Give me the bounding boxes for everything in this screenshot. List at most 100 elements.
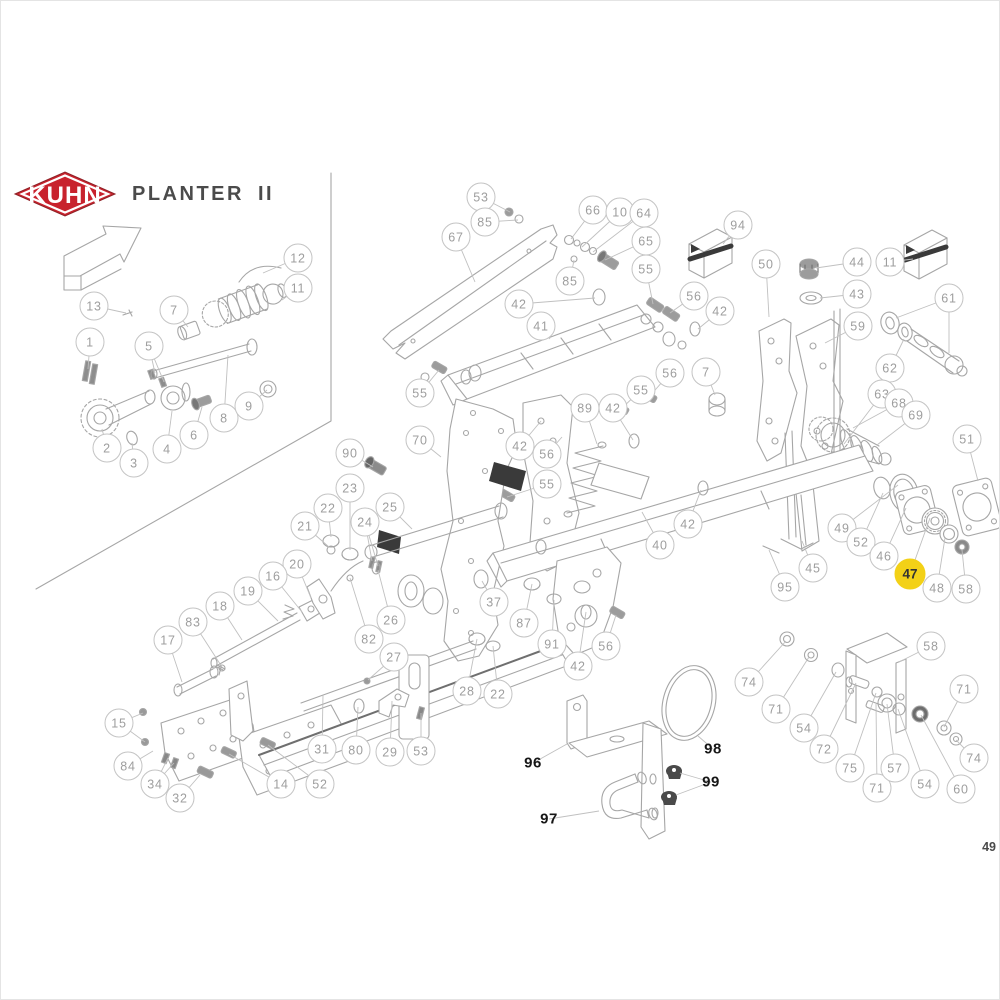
callout-55[interactable]: 55	[532, 469, 562, 499]
callout-61[interactable]: 61	[934, 283, 964, 313]
callout-50[interactable]: 50	[751, 249, 781, 279]
callout-55[interactable]: 55	[626, 375, 656, 405]
callout-24[interactable]: 24	[350, 507, 380, 537]
part-label-97[interactable]: 97	[540, 810, 558, 828]
part-label-96[interactable]: 96	[524, 754, 542, 772]
callout-53[interactable]: 53	[406, 736, 436, 766]
callout-12[interactable]: 12	[283, 243, 313, 273]
callout-95[interactable]: 95	[770, 572, 800, 602]
callout-34[interactable]: 34	[140, 769, 170, 799]
callout-48[interactable]: 48	[922, 573, 952, 603]
callout-80[interactable]: 80	[341, 735, 371, 765]
callout-56[interactable]: 56	[679, 281, 709, 311]
callout-83[interactable]: 83	[178, 607, 208, 637]
callout-74[interactable]: 74	[959, 743, 989, 773]
callout-62[interactable]: 62	[875, 353, 905, 383]
callout-94[interactable]: 94	[723, 210, 753, 240]
callout-71[interactable]: 71	[761, 694, 791, 724]
callout-5[interactable]: 5	[134, 331, 164, 361]
callout-15[interactable]: 15	[104, 708, 134, 738]
callout-71[interactable]: 71	[862, 773, 892, 803]
callout-14[interactable]: 14	[266, 769, 296, 799]
callout-4[interactable]: 4	[152, 434, 182, 464]
callout-11[interactable]: 11	[283, 273, 313, 303]
callout-3[interactable]: 3	[119, 448, 149, 478]
callout-22[interactable]: 22	[483, 679, 513, 709]
callout-74[interactable]: 74	[734, 667, 764, 697]
callout-52[interactable]: 52	[305, 769, 335, 799]
callout-1[interactable]: 1	[75, 327, 105, 357]
part-label-99[interactable]: 99	[702, 773, 720, 791]
callout-18[interactable]: 18	[205, 591, 235, 621]
callout-45[interactable]: 45	[798, 553, 828, 583]
callout-41[interactable]: 41	[526, 311, 556, 341]
callout-69[interactable]: 69	[901, 400, 931, 430]
callout-64[interactable]: 64	[629, 198, 659, 228]
callout-42[interactable]: 42	[598, 393, 628, 423]
callout-21[interactable]: 21	[290, 511, 320, 541]
callout-6[interactable]: 6	[179, 420, 209, 450]
callout-19[interactable]: 19	[233, 576, 263, 606]
callout-8[interactable]: 8	[209, 403, 239, 433]
callout-42[interactable]: 42	[563, 651, 593, 681]
callout-55[interactable]: 55	[405, 378, 435, 408]
callout-58[interactable]: 58	[916, 631, 946, 661]
callout-23[interactable]: 23	[335, 473, 365, 503]
callout-28[interactable]: 28	[452, 676, 482, 706]
callout-87[interactable]: 87	[509, 608, 539, 638]
callout-54[interactable]: 54	[910, 769, 940, 799]
callout-55[interactable]: 55	[631, 254, 661, 284]
callout-7[interactable]: 7	[691, 357, 721, 387]
callout-26[interactable]: 26	[376, 605, 406, 635]
callout-2[interactable]: 2	[92, 433, 122, 463]
callout-47-highlighted[interactable]: 47	[894, 558, 926, 590]
callout-67[interactable]: 67	[441, 222, 471, 252]
callout-43[interactable]: 43	[842, 279, 872, 309]
callout-42[interactable]: 42	[673, 509, 703, 539]
callout-40[interactable]: 40	[645, 530, 675, 560]
callout-65[interactable]: 65	[631, 226, 661, 256]
callout-56[interactable]: 56	[655, 358, 685, 388]
callout-17[interactable]: 17	[153, 625, 183, 655]
callout-27[interactable]: 27	[379, 642, 409, 672]
callout-56[interactable]: 56	[591, 631, 621, 661]
part-label-98[interactable]: 98	[704, 740, 722, 758]
callout-70[interactable]: 70	[405, 425, 435, 455]
callout-46[interactable]: 46	[869, 541, 899, 571]
callout-66[interactable]: 66	[578, 195, 608, 225]
callout-42[interactable]: 42	[505, 431, 535, 461]
callout-71[interactable]: 71	[949, 674, 979, 704]
callout-52[interactable]: 52	[846, 527, 876, 557]
callout-91[interactable]: 91	[537, 629, 567, 659]
callout-58[interactable]: 58	[951, 574, 981, 604]
callout-54[interactable]: 54	[789, 713, 819, 743]
callout-53[interactable]: 53	[466, 182, 496, 212]
callout-89[interactable]: 89	[570, 393, 600, 423]
callout-11[interactable]: 11	[875, 247, 905, 277]
callout-37[interactable]: 37	[479, 587, 509, 617]
callout-51[interactable]: 51	[952, 424, 982, 454]
callout-25[interactable]: 25	[375, 492, 405, 522]
callout-42[interactable]: 42	[504, 289, 534, 319]
callout-16[interactable]: 16	[258, 561, 288, 591]
callout-57[interactable]: 57	[880, 753, 910, 783]
callout-84[interactable]: 84	[113, 751, 143, 781]
callout-59[interactable]: 59	[843, 311, 873, 341]
callout-22[interactable]: 22	[313, 493, 343, 523]
callout-42[interactable]: 42	[705, 296, 735, 326]
callout-32[interactable]: 32	[165, 783, 195, 813]
callout-13[interactable]: 13	[79, 291, 109, 321]
callout-75[interactable]: 75	[835, 753, 865, 783]
callout-85[interactable]: 85	[470, 207, 500, 237]
callout-72[interactable]: 72	[809, 734, 839, 764]
callout-44[interactable]: 44	[842, 247, 872, 277]
callout-20[interactable]: 20	[282, 549, 312, 579]
callout-7[interactable]: 7	[159, 295, 189, 325]
callout-9[interactable]: 9	[234, 391, 264, 421]
callout-31[interactable]: 31	[307, 734, 337, 764]
callout-82[interactable]: 82	[354, 624, 384, 654]
callout-56[interactable]: 56	[532, 439, 562, 469]
callout-29[interactable]: 29	[375, 737, 405, 767]
callout-60[interactable]: 60	[946, 774, 976, 804]
callout-90[interactable]: 90	[335, 438, 365, 468]
